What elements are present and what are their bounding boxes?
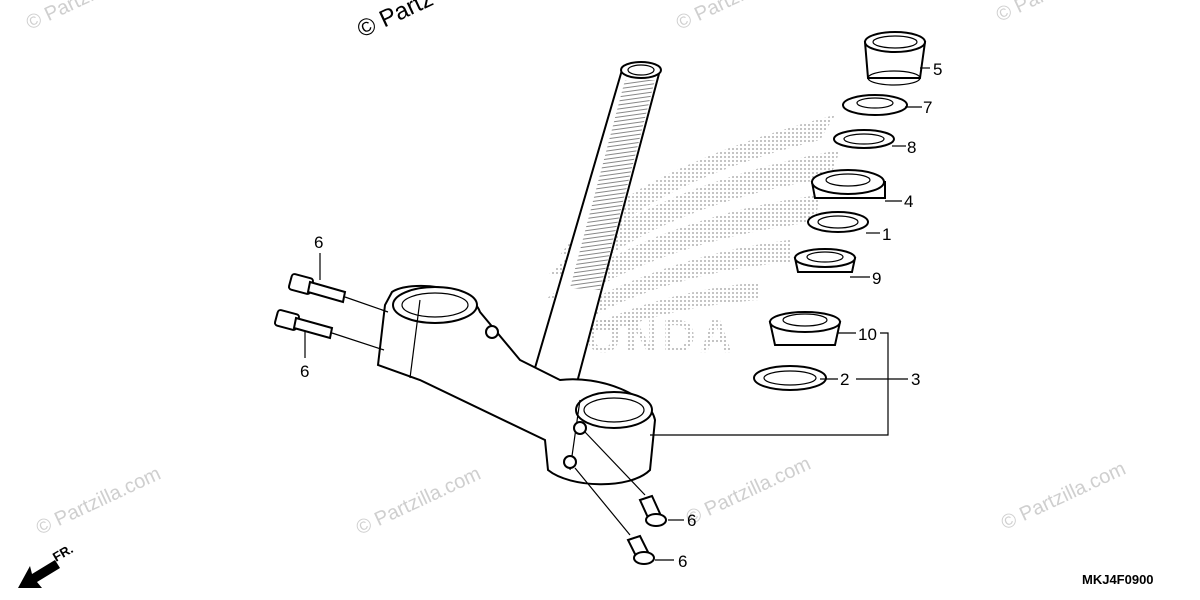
callout-7: 7 [923, 98, 932, 117]
callout-6: 6 [678, 552, 687, 571]
part-1-dust-seal [807, 211, 869, 233]
steering-stem-shaft [528, 61, 662, 392]
leader-lines [304, 67, 930, 561]
watermark-text: © Partzilla.com [673, 0, 804, 35]
part-7-lock-nut [842, 94, 908, 116]
bottom-bridge [376, 284, 657, 486]
part-8-lock-washer [833, 129, 895, 149]
watermark-text: © Partzilla.com [33, 463, 164, 540]
part-5-dust-seal [863, 31, 927, 86]
callout-2: 2 [840, 370, 849, 389]
callout-3: 3 [911, 370, 920, 389]
callout-6: 6 [687, 511, 696, 530]
callout-6: 6 [300, 362, 309, 381]
watermark-text: © Partzilla.com [23, 0, 154, 35]
callout-10: 10 [858, 325, 877, 344]
part-6-bolt-lower-1 [638, 494, 667, 527]
callout-9: 9 [872, 269, 881, 288]
part-6-bolt-left [273, 309, 334, 340]
part-9-upper-bearing [793, 248, 857, 273]
watermark-text: © Partzilla.com [683, 453, 814, 530]
part-2-dust-seal [753, 365, 827, 391]
callout-5: 5 [933, 60, 942, 79]
callouts: 5 7 8 4 1 9 10 2 3 6 6 6 6 [300, 60, 942, 571]
part-6-bolt-upper [287, 273, 347, 304]
callout-8: 8 [907, 138, 916, 157]
diagram-code: MKJ4F0900 [1082, 572, 1154, 587]
part-6-bolt-lower-2 [626, 534, 655, 565]
callout-4: 4 [904, 192, 913, 211]
front-arrow-icon [18, 560, 60, 588]
part-10-lower-bearing [768, 311, 842, 346]
part-4-adjustment-nut [810, 169, 886, 199]
callout-6: 6 [314, 233, 323, 252]
front-indicator: FR. [18, 541, 76, 588]
watermark-text: © Partzilla.com [998, 458, 1129, 535]
callout-1: 1 [882, 225, 891, 244]
watermark-top-text: © Partz [353, 0, 437, 43]
watermark-text: © Partzilla.com [993, 0, 1124, 27]
watermark-text: © Partzilla.com [353, 463, 484, 540]
